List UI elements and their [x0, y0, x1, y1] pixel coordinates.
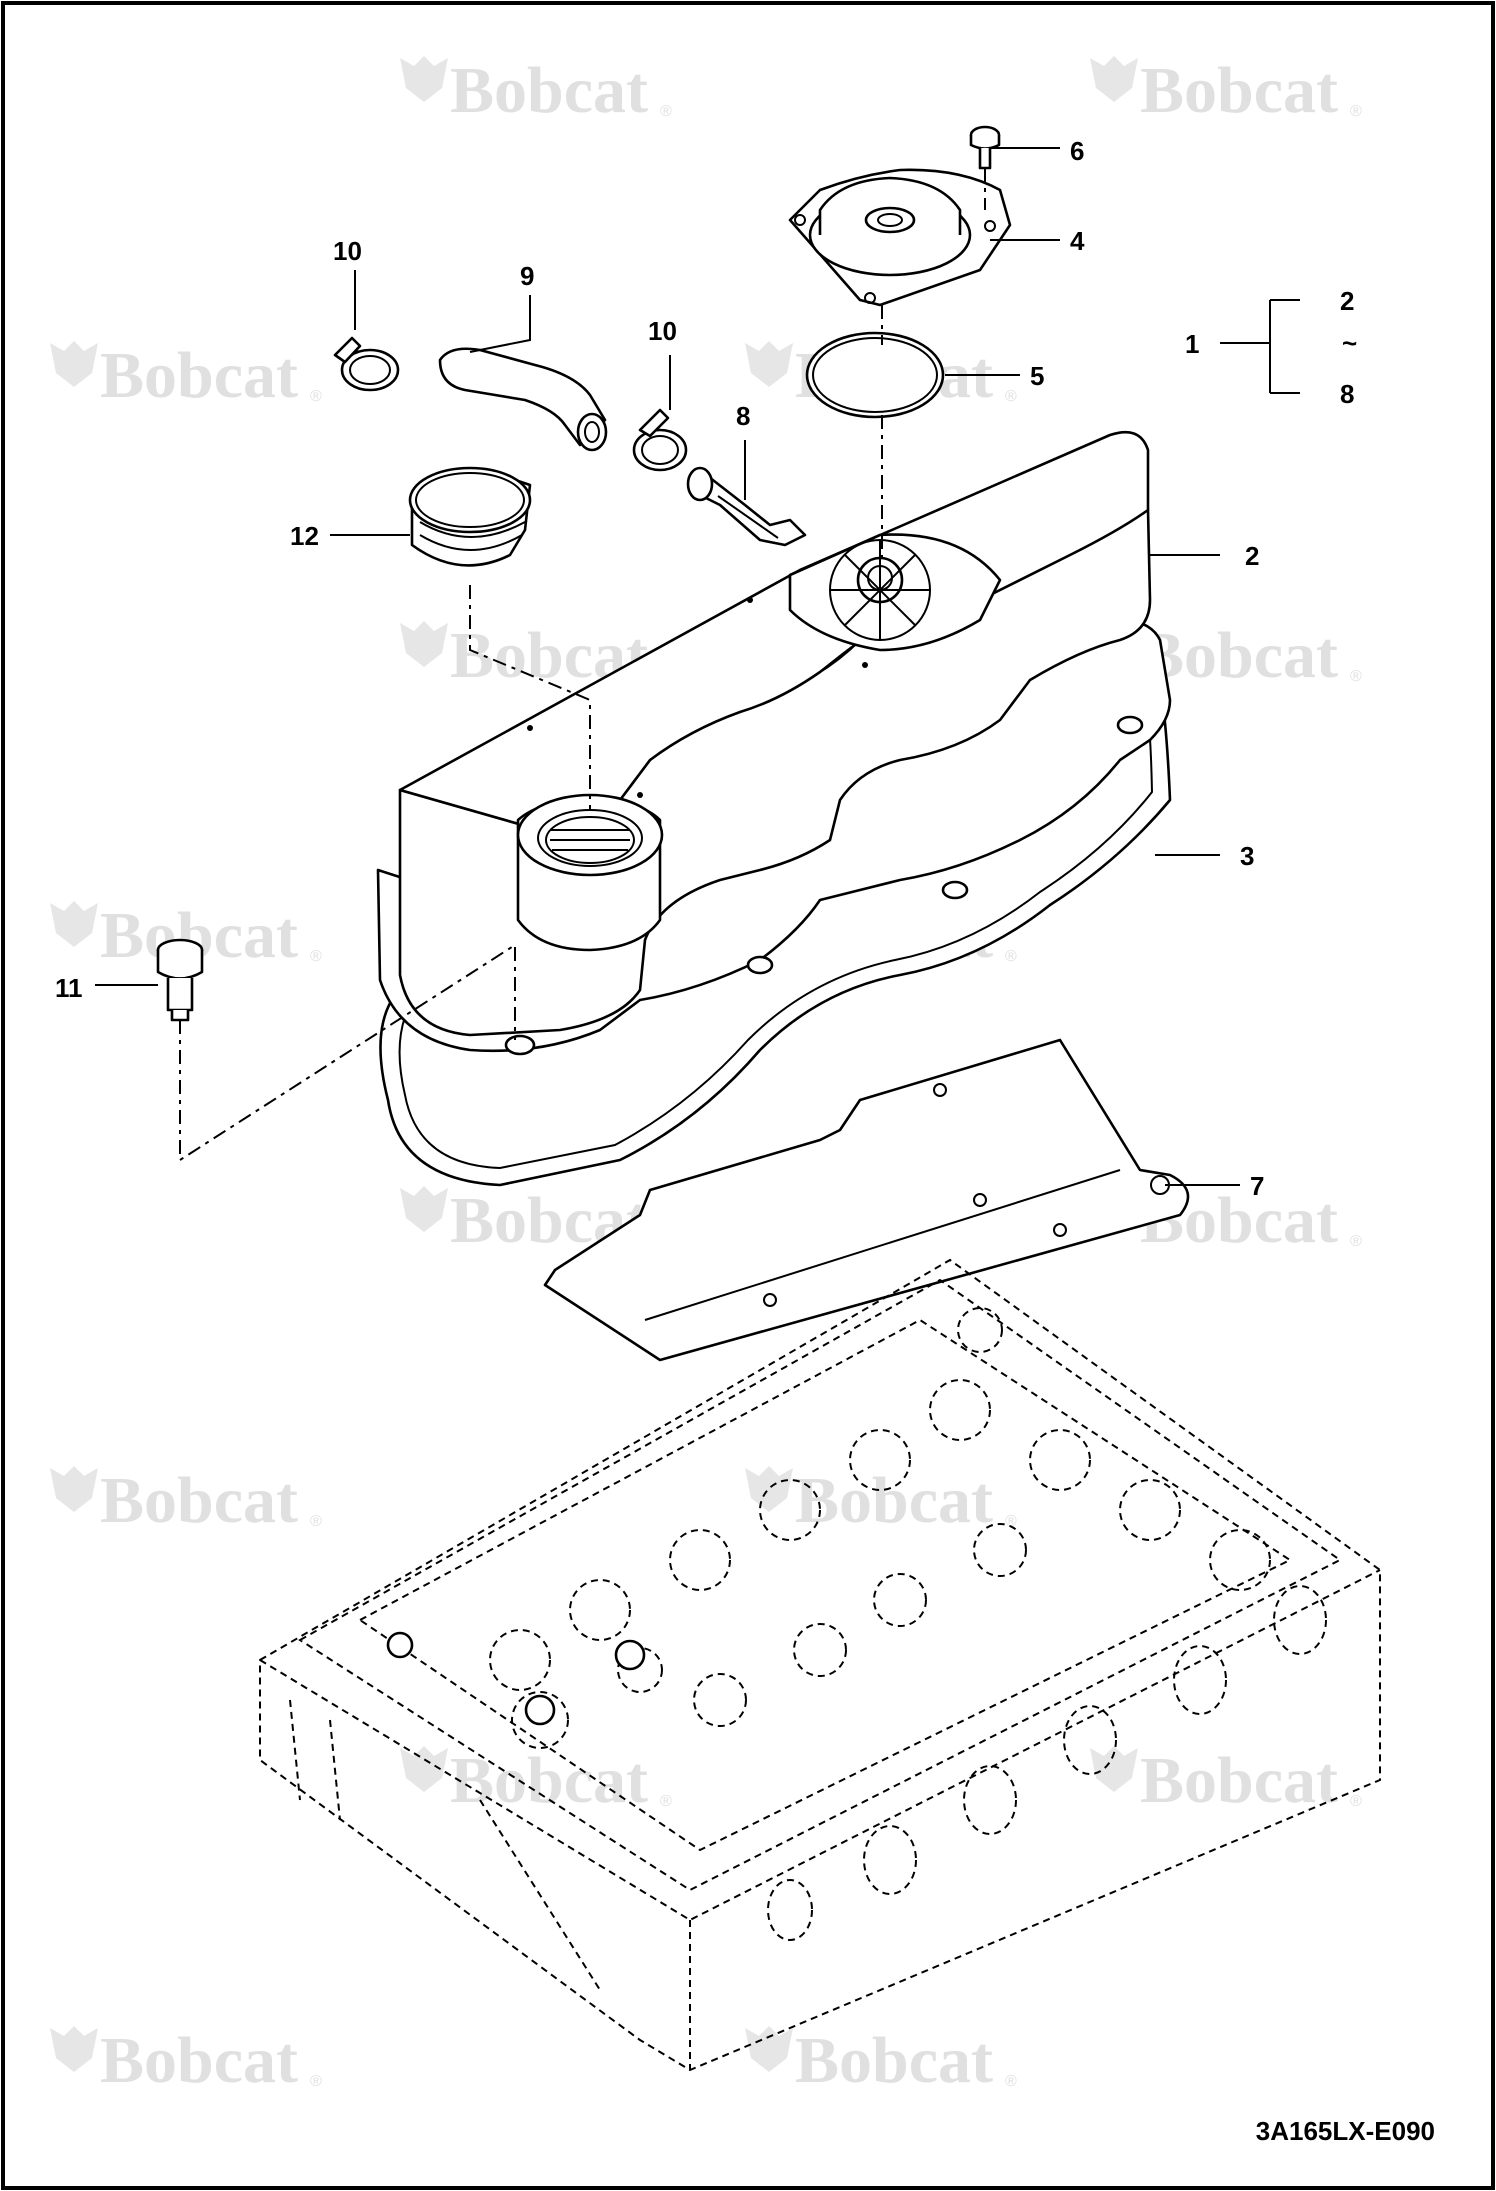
breather-pipe	[686, 466, 807, 547]
svg-text:Bobcat: Bobcat	[795, 2024, 993, 2097]
svg-text:®: ®	[1350, 103, 1362, 120]
watermark-15: Bobcat ®	[50, 2024, 322, 2097]
svg-text:®: ®	[1350, 1793, 1362, 1810]
svg-text:®: ®	[1005, 1513, 1017, 1530]
svg-text:Bobcat: Bobcat	[100, 2024, 298, 2097]
callout-3: 3	[1240, 841, 1254, 871]
svg-text:®: ®	[310, 2073, 322, 2090]
watermark-2: Bobcat ®	[1090, 54, 1362, 127]
watermark-12: Bobcat ®	[745, 1464, 1017, 1537]
leader-lines	[95, 147, 1300, 1186]
callout-4: 4	[1070, 226, 1085, 256]
svg-text:®: ®	[660, 103, 672, 120]
svg-text:®: ®	[1005, 2073, 1017, 2090]
callout-5: 5	[1030, 361, 1044, 391]
callout-labels: 6 4 2 ~ 8 1 5 2 3 7 8 9 10 10 12 11	[55, 136, 1357, 1201]
drawing-code: 3A165LX-E090	[1256, 2116, 1435, 2146]
hose-clamp-lower	[632, 408, 688, 472]
svg-text:®: ®	[310, 388, 322, 405]
svg-text:Bobcat: Bobcat	[450, 54, 648, 127]
callout-6: 6	[1070, 136, 1084, 166]
callout-1: 1	[1185, 329, 1199, 359]
svg-text:®: ®	[1350, 668, 1362, 685]
bolt	[156, 938, 204, 1022]
assembly-lines	[179, 168, 986, 1162]
callout-8: 8	[736, 401, 750, 431]
svg-text:Bobcat: Bobcat	[1140, 619, 1338, 692]
watermark-1: Bobcat ®	[400, 54, 672, 127]
svg-text:®: ®	[1005, 948, 1017, 965]
callout-7: 7	[1250, 1171, 1264, 1201]
svg-text:®: ®	[1350, 1233, 1362, 1250]
watermark-3: Bobcat ®	[50, 339, 322, 412]
oil-filler-cap	[408, 466, 532, 567]
callout-2-range-to: 8	[1340, 379, 1354, 409]
rocker-cover	[376, 430, 1172, 1056]
breather-hose	[438, 347, 608, 452]
watermark-13: Bobcat®	[400, 1744, 672, 1817]
callout-2: 2	[1245, 541, 1259, 571]
svg-text:Bobcat: Bobcat	[1140, 54, 1338, 127]
svg-text:Bobcat: Bobcat	[1140, 1744, 1338, 1817]
svg-text:®: ®	[660, 1793, 672, 1810]
breather-cover	[788, 168, 1012, 307]
svg-text:Bobcat: Bobcat	[100, 339, 298, 412]
callout-9: 9	[520, 261, 534, 291]
callout-12: 12	[290, 521, 319, 551]
watermark-11: Bobcat ®	[50, 1464, 322, 1537]
callout-2-range-tilde: ~	[1342, 328, 1357, 358]
svg-text:®: ®	[1005, 388, 1017, 405]
o-ring	[805, 331, 945, 419]
cylinder-head-reference	[259, 1258, 1381, 2072]
callout-2-range-from: 2	[1340, 286, 1354, 316]
head-cover-gasket	[543, 1038, 1190, 1362]
svg-text:®: ®	[310, 948, 322, 965]
hose-clamp-upper	[333, 336, 400, 392]
callout-10-lower: 10	[648, 316, 677, 346]
svg-text:Bobcat: Bobcat	[100, 1464, 298, 1537]
svg-text:Bobcat: Bobcat	[795, 1464, 993, 1537]
watermark-16: Bobcat ®	[745, 2024, 1017, 2097]
screw	[969, 125, 1001, 170]
watermark-14: Bobcat ®	[1090, 1744, 1362, 1817]
callout-11: 11	[55, 973, 83, 1003]
svg-text:®: ®	[310, 1513, 322, 1530]
callout-10-upper: 10	[333, 236, 362, 266]
